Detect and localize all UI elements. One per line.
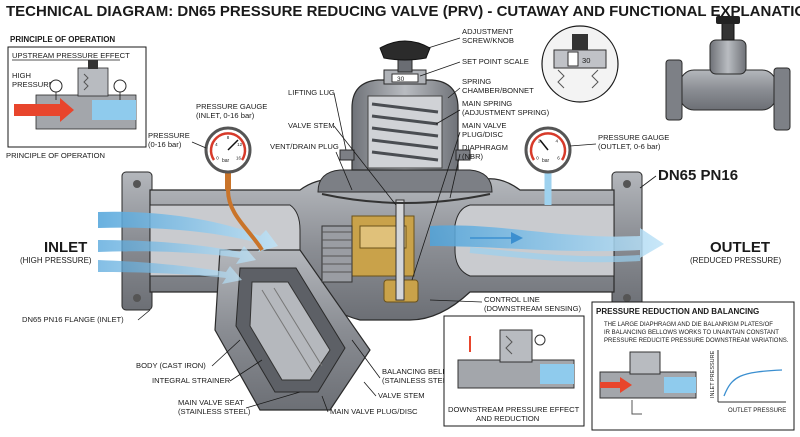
high-label: HIGH: [12, 71, 31, 80]
balancing-heading: PRESSURE REDUCTION AND BALANCING: [596, 307, 759, 316]
gauge-in-label-1: PRESSURE GAUGE: [196, 102, 267, 111]
diaphragm-label-2: (NBR): [462, 152, 484, 161]
valve-stem-label: VALVE STEM: [288, 121, 335, 130]
set-point-label: SET POINT SCALE: [462, 57, 529, 66]
inlet-sensing-line: [226, 189, 264, 252]
main-spring-label-1: MAIN SPRING: [462, 99, 512, 108]
valve-stem: [395, 199, 405, 301]
inlet-gauge-tick: 4: [215, 142, 218, 147]
spring-chamber-label-2: CHAMBER/BONNET: [462, 86, 534, 95]
gauge-in-label-2: (INLET, 0-16 bar): [196, 111, 255, 120]
lifting-lug-label: LIFTING LUG: [288, 88, 335, 97]
inlet-sub-label: (HIGH PRESSURE): [20, 256, 92, 265]
flange-label: DN65 PN16 FLANGE (INLET): [22, 315, 124, 324]
balancing-text-1: THE LARGE DIAPHRAGM AND DIE BALANRIGM PL…: [604, 322, 773, 328]
downstream-effect-inset: DOWNSTREAM PRESSURE EFFECT AND REDUCTION: [443, 315, 585, 427]
balancing-bellows: [321, 225, 353, 283]
downstream-label-2: AND REDUCTION: [476, 414, 539, 423]
principle-heading: PRINCIPLE OF OPERATION: [10, 35, 115, 44]
balancing-text-2: IR BALANCING BELLOWS WORKS TO UNAINTAIN …: [604, 330, 779, 336]
inlet-gauge-unit: bar: [222, 158, 230, 164]
pressure-label-1: PRESSURE: [148, 131, 190, 140]
main-spring: [371, 102, 439, 162]
plug-disc-label: MAIN VALVE PLUG/DISC: [330, 407, 418, 416]
set-point-scale: [391, 73, 419, 83]
outlet-gauge-unit: bar: [542, 158, 550, 164]
balancing-box: [591, 301, 795, 431]
principle-caption: PRINCIPLE OF OPERATION: [6, 151, 105, 160]
inlet-gauge-tick: 12: [237, 142, 243, 147]
seat-label-1: MAIN VALVE SEAT: [178, 398, 244, 407]
pressure-label: PRESSURE: [12, 80, 54, 89]
pressure-label-2: (0-16 bar): [148, 140, 182, 149]
seat-label-2: (STAINLESS STEEL): [178, 407, 251, 416]
detail-scale-mark: 30: [582, 56, 590, 65]
outlet-gauge-tick: 4: [555, 138, 558, 143]
callouts: ADJUSTMENT SCREW/KNOB SET POINT SCALE SP…: [20, 27, 781, 416]
inlet-gauge-tick: 16: [236, 156, 242, 161]
outlet-gauge-tick: 2: [538, 138, 541, 143]
adjust-label-2: SCREW/KNOB: [462, 36, 514, 45]
balancing-inset: PRESSURE REDUCTION AND BALANCING THE LAR…: [591, 301, 795, 431]
balancing-y-label: INLET PRESSURE: [710, 350, 716, 398]
diaphragm: [321, 193, 491, 204]
adjust-label-1: ADJUSTMENT: [462, 27, 513, 36]
bellows-label-2: (STAINLESS STEEL): [382, 376, 455, 385]
strainer-label: INTEGRAL STRAINER: [152, 376, 231, 385]
outlet-label: OUTLET: [710, 239, 770, 256]
main-valve-label-1: MAIN VALVE: [462, 121, 506, 130]
valve-stem-label-2: VALVE STEM: [378, 391, 425, 400]
balancing-x-label: OUTLET PRESSURE: [728, 408, 786, 414]
inlet-pressure-gauge: bar: [204, 126, 264, 252]
gauge-out-label-2: (OUTLET, 0-6 bar): [598, 142, 661, 151]
balancing-curve: [723, 369, 783, 397]
high-pressure-arrow-icon: [14, 98, 74, 122]
diaphragm-label-1: DIAPHRAGM: [462, 143, 508, 152]
inlet-gauge-tick: 0: [216, 156, 219, 161]
control-line-label-2: (DOWNSTREAM SENSING): [484, 304, 582, 313]
flow-streams: [98, 211, 664, 284]
outlet-gauge-tick: 0: [536, 156, 539, 161]
set-point-detail: 30: [541, 25, 619, 103]
principle-of-operation-inset: PRINCIPLE OF OPERATION UPSTREAM PRESSURE…: [6, 35, 147, 160]
vent-label: VENT/DRAIN PLUG: [270, 142, 339, 151]
valve-isometric-illustration: [665, 16, 791, 131]
spring-chamber-label-1: SPRING: [462, 77, 491, 86]
lifting-lug: [339, 149, 355, 161]
adjustment-knob-icon: [379, 40, 431, 61]
diaphragm-housing: [317, 169, 493, 193]
body-label: BODY (CAST IRON): [136, 361, 206, 370]
inlet-gauge-tick: 8: [227, 135, 230, 140]
diagram-title: TECHNICAL DIAGRAM: DN65 PRESSURE REDUCIN…: [6, 3, 800, 20]
outlet-gauge-tick: 6: [557, 156, 560, 161]
inlet-label: INLET: [44, 239, 87, 256]
inlet-flow-arrow-icon: [98, 211, 278, 252]
upstream-box-title: UPSTREAM PRESSURE EFFECT: [12, 51, 130, 60]
main-valve-label-2: PLUG/DISC: [462, 130, 503, 139]
bellows-label-1: BALANCING BELLOWS: [382, 367, 465, 376]
outlet-flow-arrow-icon: [430, 225, 664, 258]
control-line-label-1: CONTROL LINE: [484, 295, 540, 304]
main-spring-label-2: (ADJUSTMENT SPRING): [462, 108, 550, 117]
downstream-label-1: DOWNSTREAM PRESSURE EFFECT: [448, 405, 580, 414]
balancing-text-3: PRESSURE REDUCITE PRESSURE DOWNSTREAM VA…: [604, 338, 789, 344]
outlet-pressure-gauge: bar: [524, 126, 572, 205]
dn65-label: DN65 PN16: [658, 167, 738, 184]
gauge-out-label-1: PRESSURE GAUGE: [598, 133, 669, 142]
bonnet-assembly: 30: [317, 40, 493, 204]
outlet-sub-label: (REDUCED PRESSURE): [690, 256, 781, 265]
scale-mark: 30: [397, 76, 405, 83]
